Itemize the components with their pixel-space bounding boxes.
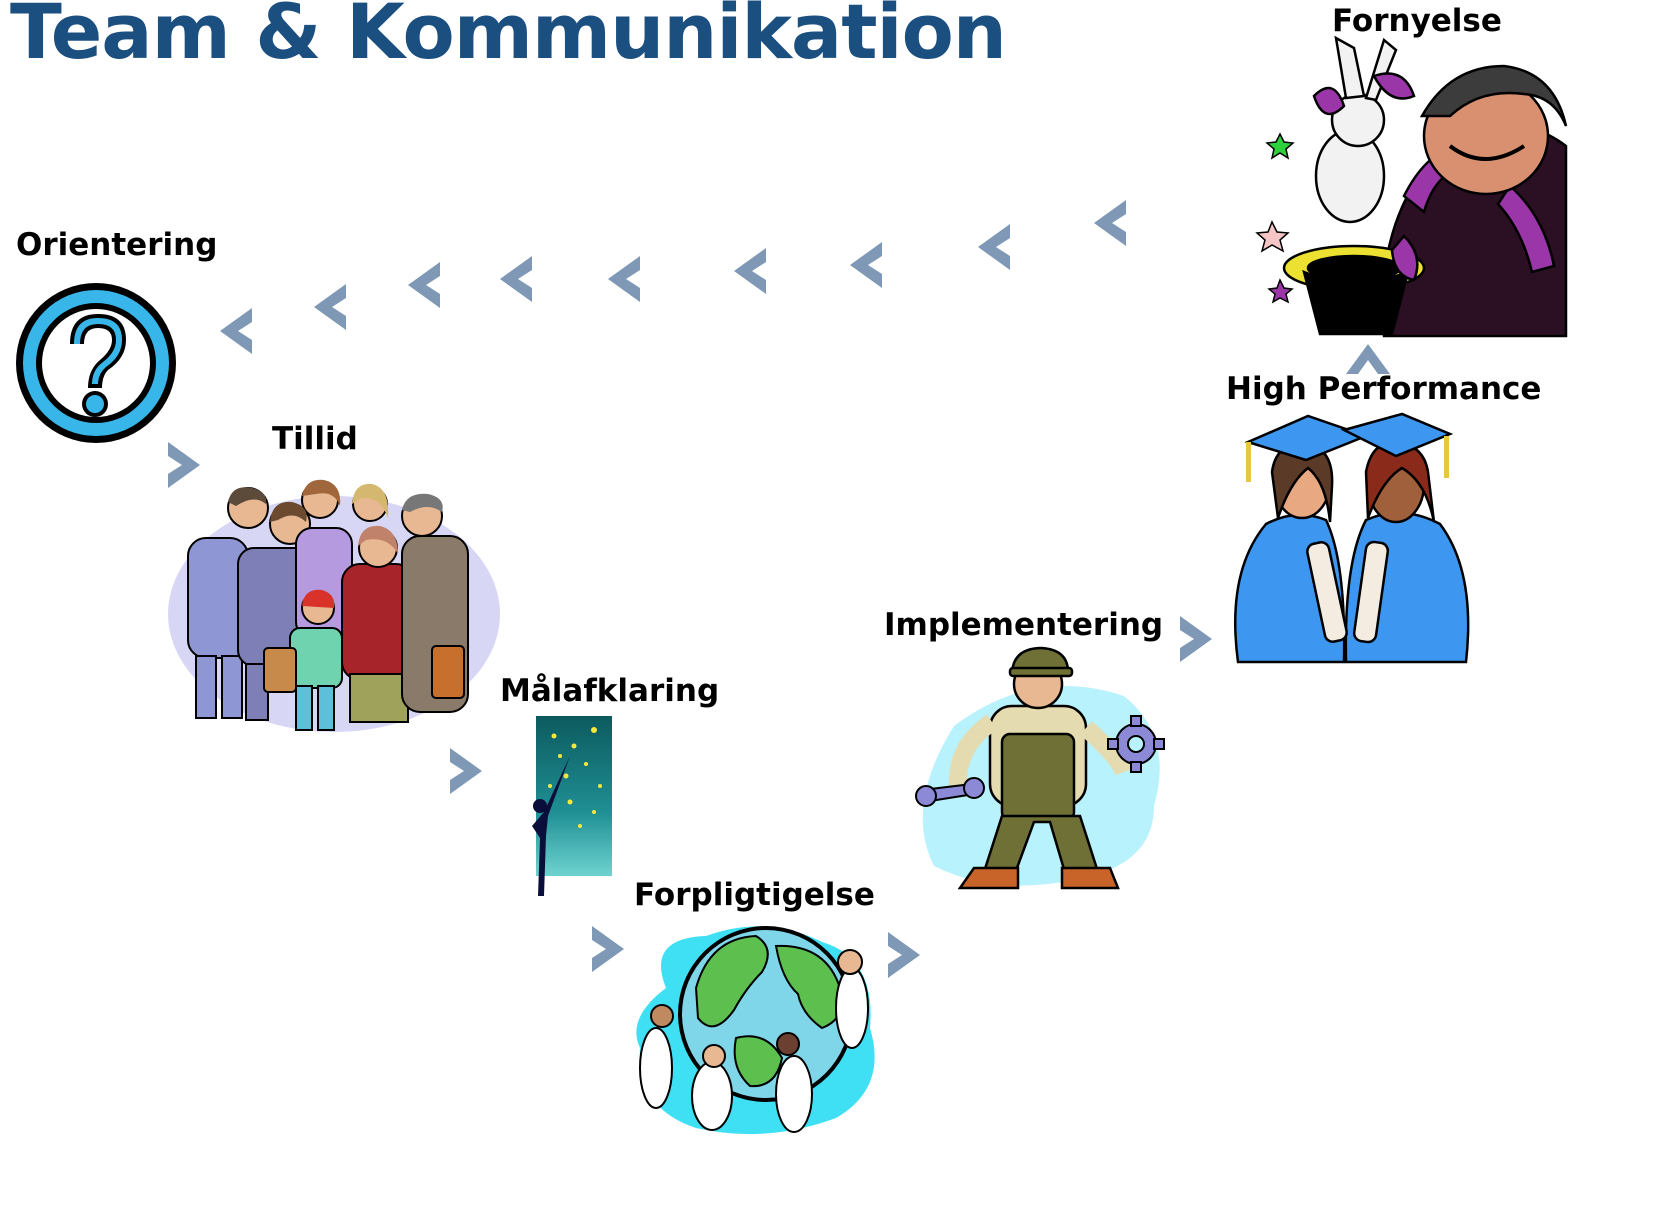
arrow-left-icon xyxy=(730,248,770,294)
arrow-right-icon xyxy=(1176,616,1216,662)
arrow-left-icon xyxy=(1090,200,1130,246)
question-mark-icon xyxy=(8,278,184,448)
arrow-up-icon xyxy=(1346,340,1390,376)
stage-label-high-performance: High Performance xyxy=(1226,371,1542,407)
arrow-left-icon xyxy=(496,256,536,302)
magician-with-rabbit-icon xyxy=(1254,36,1570,338)
arrow-left-icon xyxy=(404,262,444,308)
stage-label-malafklaring: Målafklaring xyxy=(500,673,720,709)
graduates-icon xyxy=(1226,412,1478,670)
arrow-left-icon xyxy=(846,242,886,288)
arrow-right-icon xyxy=(884,932,924,978)
arrow-right-icon xyxy=(588,926,628,972)
stage-label-forpligtigelse: Forpligtigelse xyxy=(634,877,875,913)
arrow-right-icon xyxy=(446,748,486,794)
page-title: Team & Kommunikation xyxy=(10,0,1007,76)
people-around-globe-icon xyxy=(626,918,888,1140)
arrow-left-icon xyxy=(216,308,256,354)
group-of-people-icon xyxy=(166,478,502,742)
arrow-right-icon xyxy=(164,442,204,488)
worker-with-gears-icon xyxy=(914,646,1168,896)
stage-label-orientering: Orientering xyxy=(16,227,218,263)
arrow-left-icon xyxy=(310,284,350,330)
arrow-left-icon xyxy=(974,224,1014,270)
stage-label-fornyelse: Fornyelse xyxy=(1332,3,1502,39)
arrow-left-icon xyxy=(604,256,644,302)
reaching-for-stars-icon xyxy=(510,716,614,900)
stage-label-tillid: Tillid xyxy=(272,421,358,457)
stage-label-implementering: Implementering xyxy=(884,607,1164,643)
